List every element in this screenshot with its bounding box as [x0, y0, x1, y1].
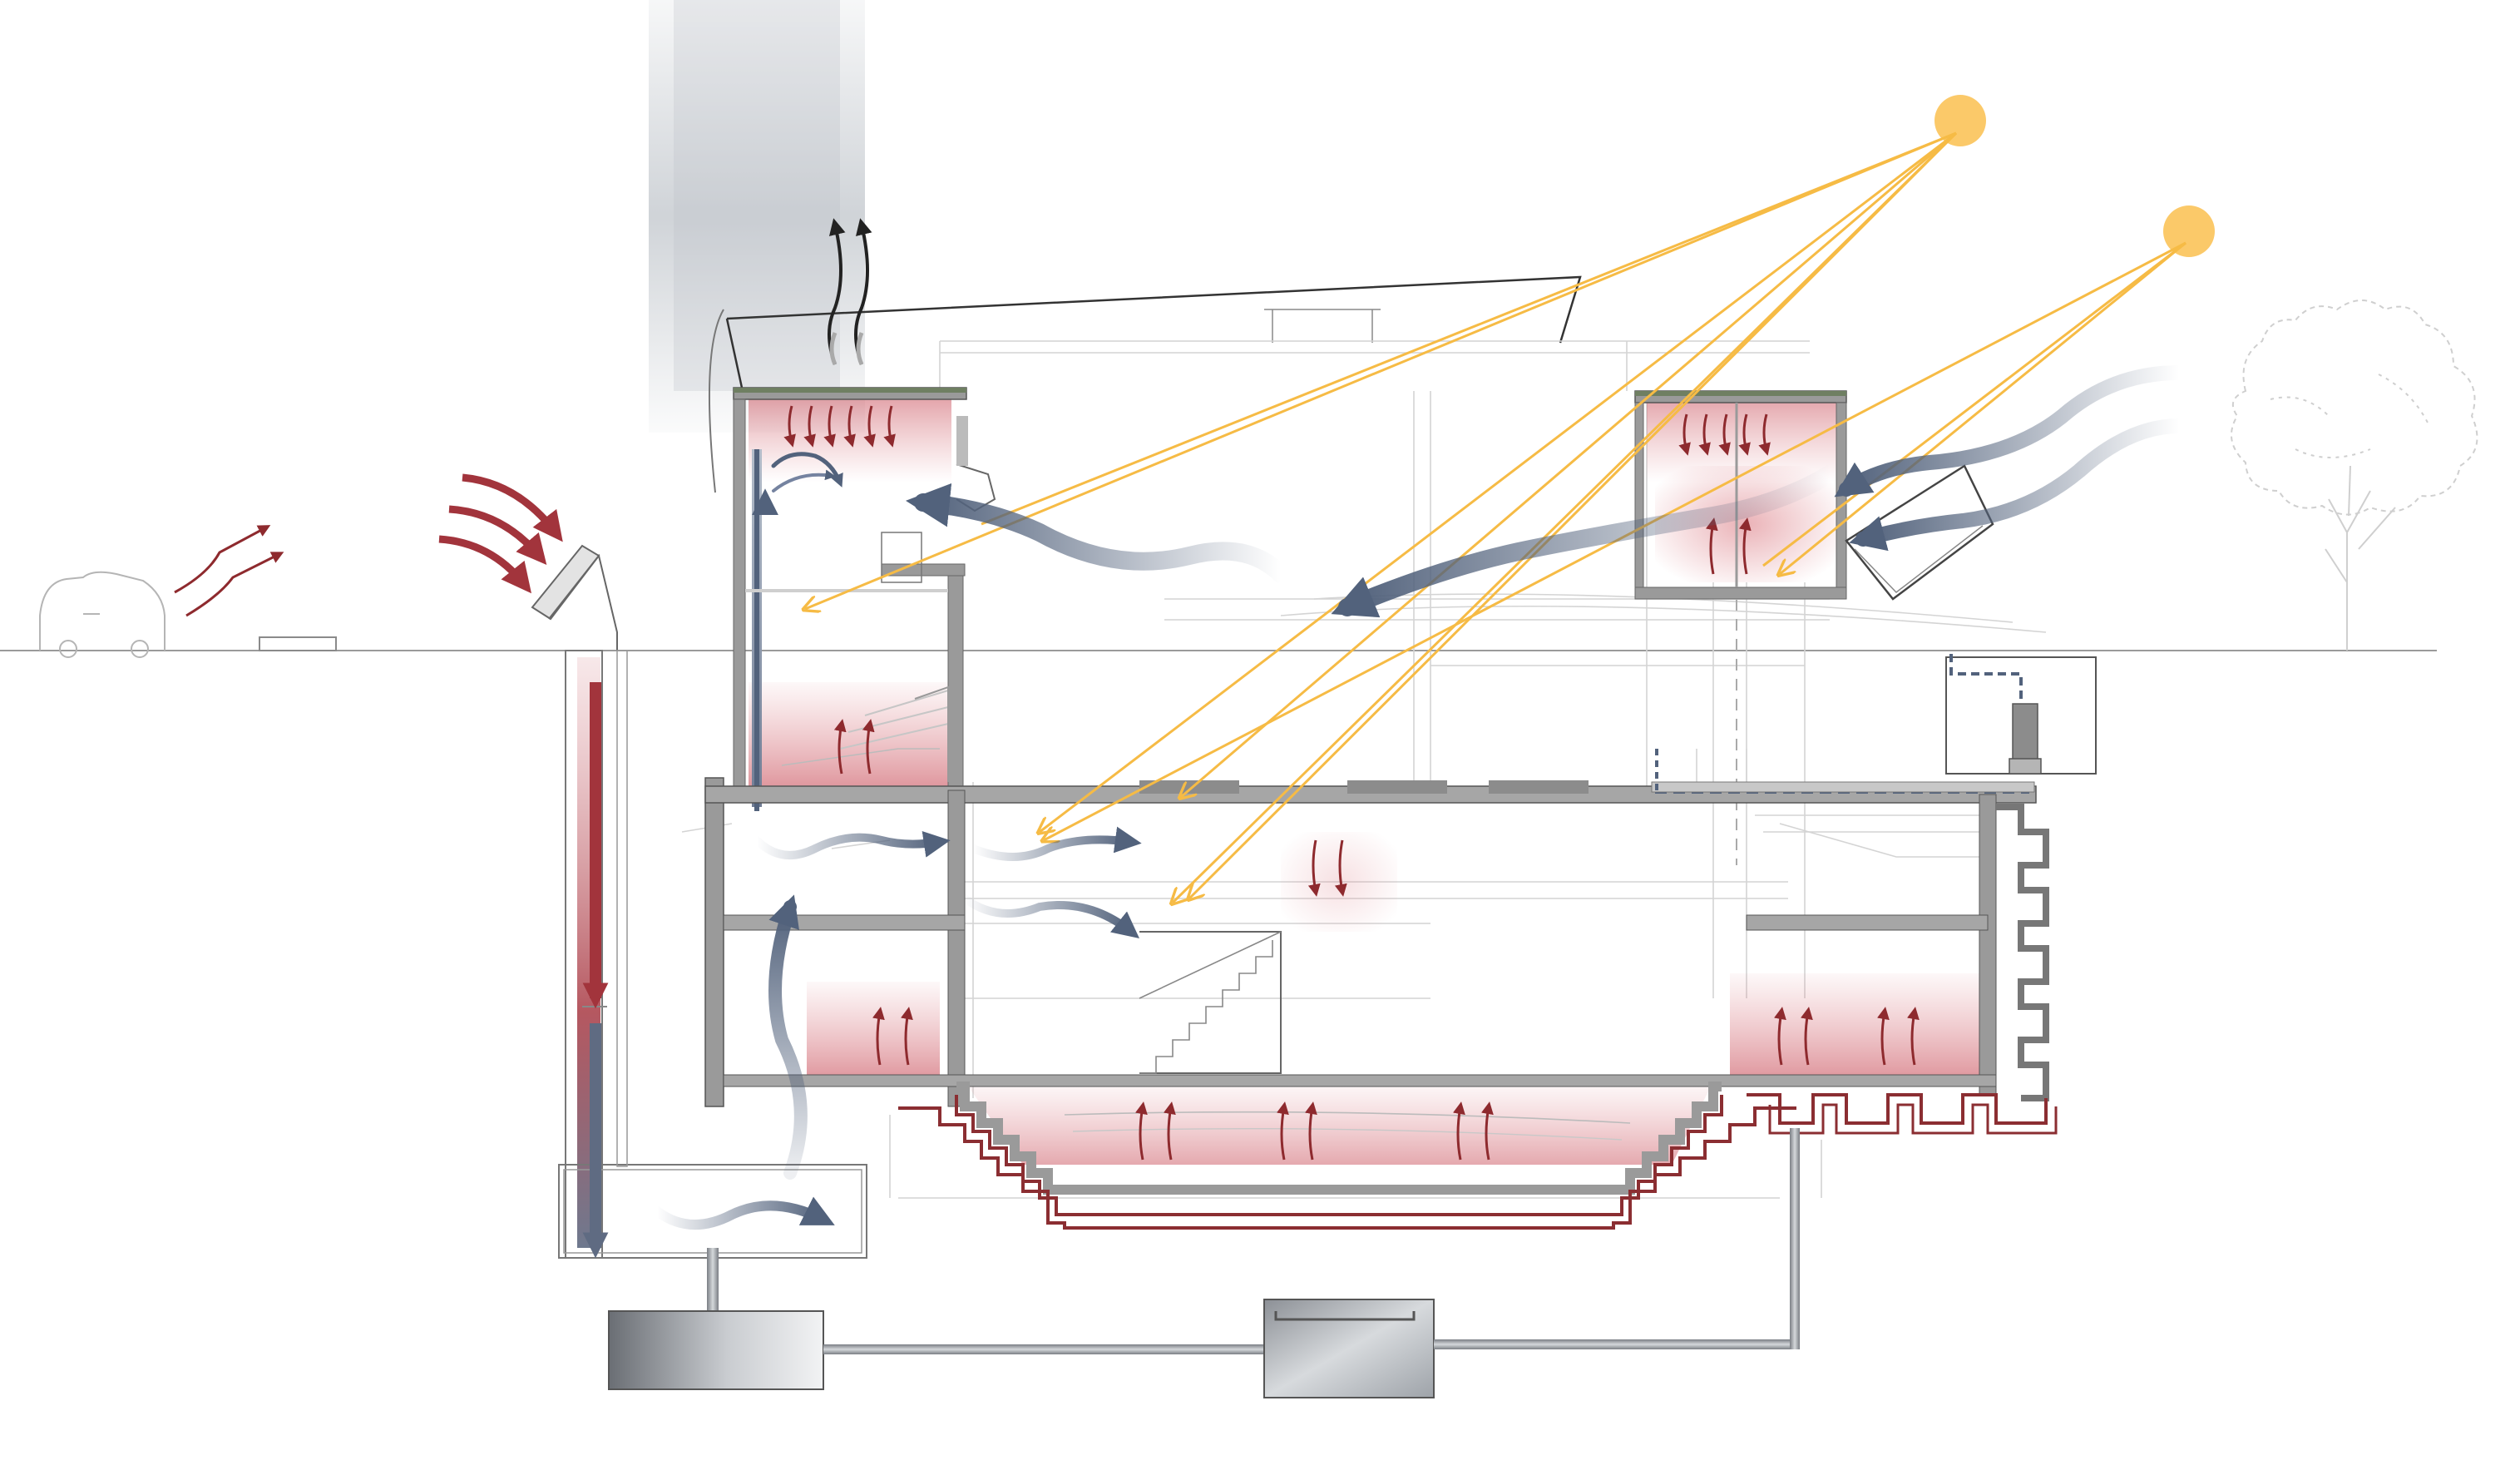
curb — [259, 636, 337, 651]
cistern-icon — [608, 1310, 824, 1390]
cool-air-arrows — [652, 365, 2186, 1230]
car-icon — [39, 571, 166, 658]
solar-rays — [805, 131, 2186, 903]
sun-high-icon — [1934, 95, 1986, 146]
east-lightwell — [1634, 390, 1994, 865]
earth-tube — [531, 544, 867, 1259]
sun-low-icon — [2163, 205, 2215, 257]
exhaust-plume — [649, 0, 865, 433]
heat-exchanger-icon — [1263, 1299, 1435, 1398]
warm-air-arrows — [174, 405, 1920, 1161]
base-plant — [608, 1128, 1800, 1398]
east-foundation-fins — [1747, 804, 2058, 1135]
exhaust-arrows — [828, 218, 872, 366]
mechanical-room — [1651, 654, 2097, 794]
tree-icon — [2231, 299, 2478, 651]
roof-canopy — [708, 275, 1582, 493]
seating-bowl — [898, 1082, 1796, 1230]
intake-arrows — [438, 473, 563, 594]
